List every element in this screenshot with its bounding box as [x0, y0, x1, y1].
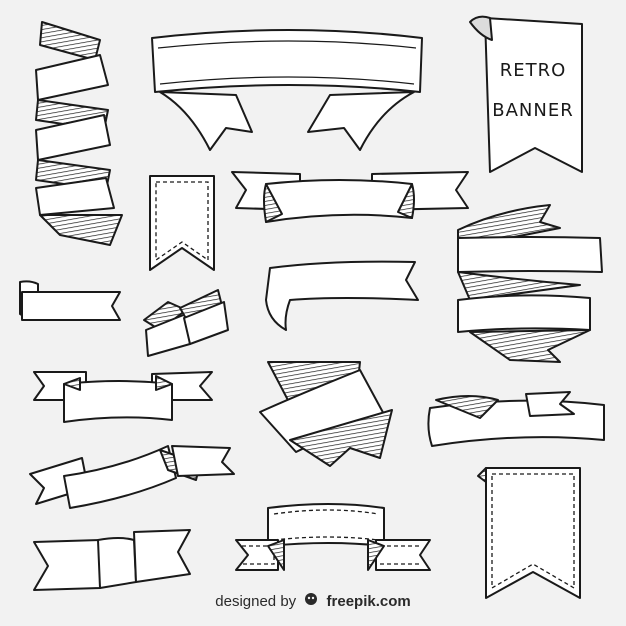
- retro-banner: [469, 15, 583, 173]
- curved-banner-large: [151, 29, 423, 151]
- attribution-brand[interactable]: freepik.com: [326, 593, 411, 610]
- wavy-banner-center: [265, 260, 419, 331]
- attribution: designed by freepik.com: [0, 592, 626, 610]
- twisted-ribbon-small: [143, 289, 229, 357]
- dashed-flag: [149, 175, 215, 271]
- dashed-banner-bottom: [235, 503, 431, 571]
- zigzag-ribbon: [35, 21, 123, 246]
- wavy-ribbon-bottom-left: [29, 445, 235, 509]
- curl-ribbon-top: [231, 171, 469, 223]
- freepik-logo-icon: [304, 592, 318, 610]
- folded-banner-bottom-left: [33, 529, 191, 591]
- fold-banner-center: [259, 361, 393, 467]
- twisted-ribbon-right: [457, 204, 603, 363]
- attribution-prefix: designed by: [215, 593, 297, 610]
- dashed-flag-long: [477, 467, 581, 599]
- scroll-banner-right: [427, 391, 605, 447]
- tail-banner-left: [33, 371, 213, 423]
- banner-text-line1: RETRO: [499, 60, 567, 81]
- curl-banner-left: [19, 280, 121, 321]
- banner-text-line2: BANNER: [492, 100, 574, 121]
